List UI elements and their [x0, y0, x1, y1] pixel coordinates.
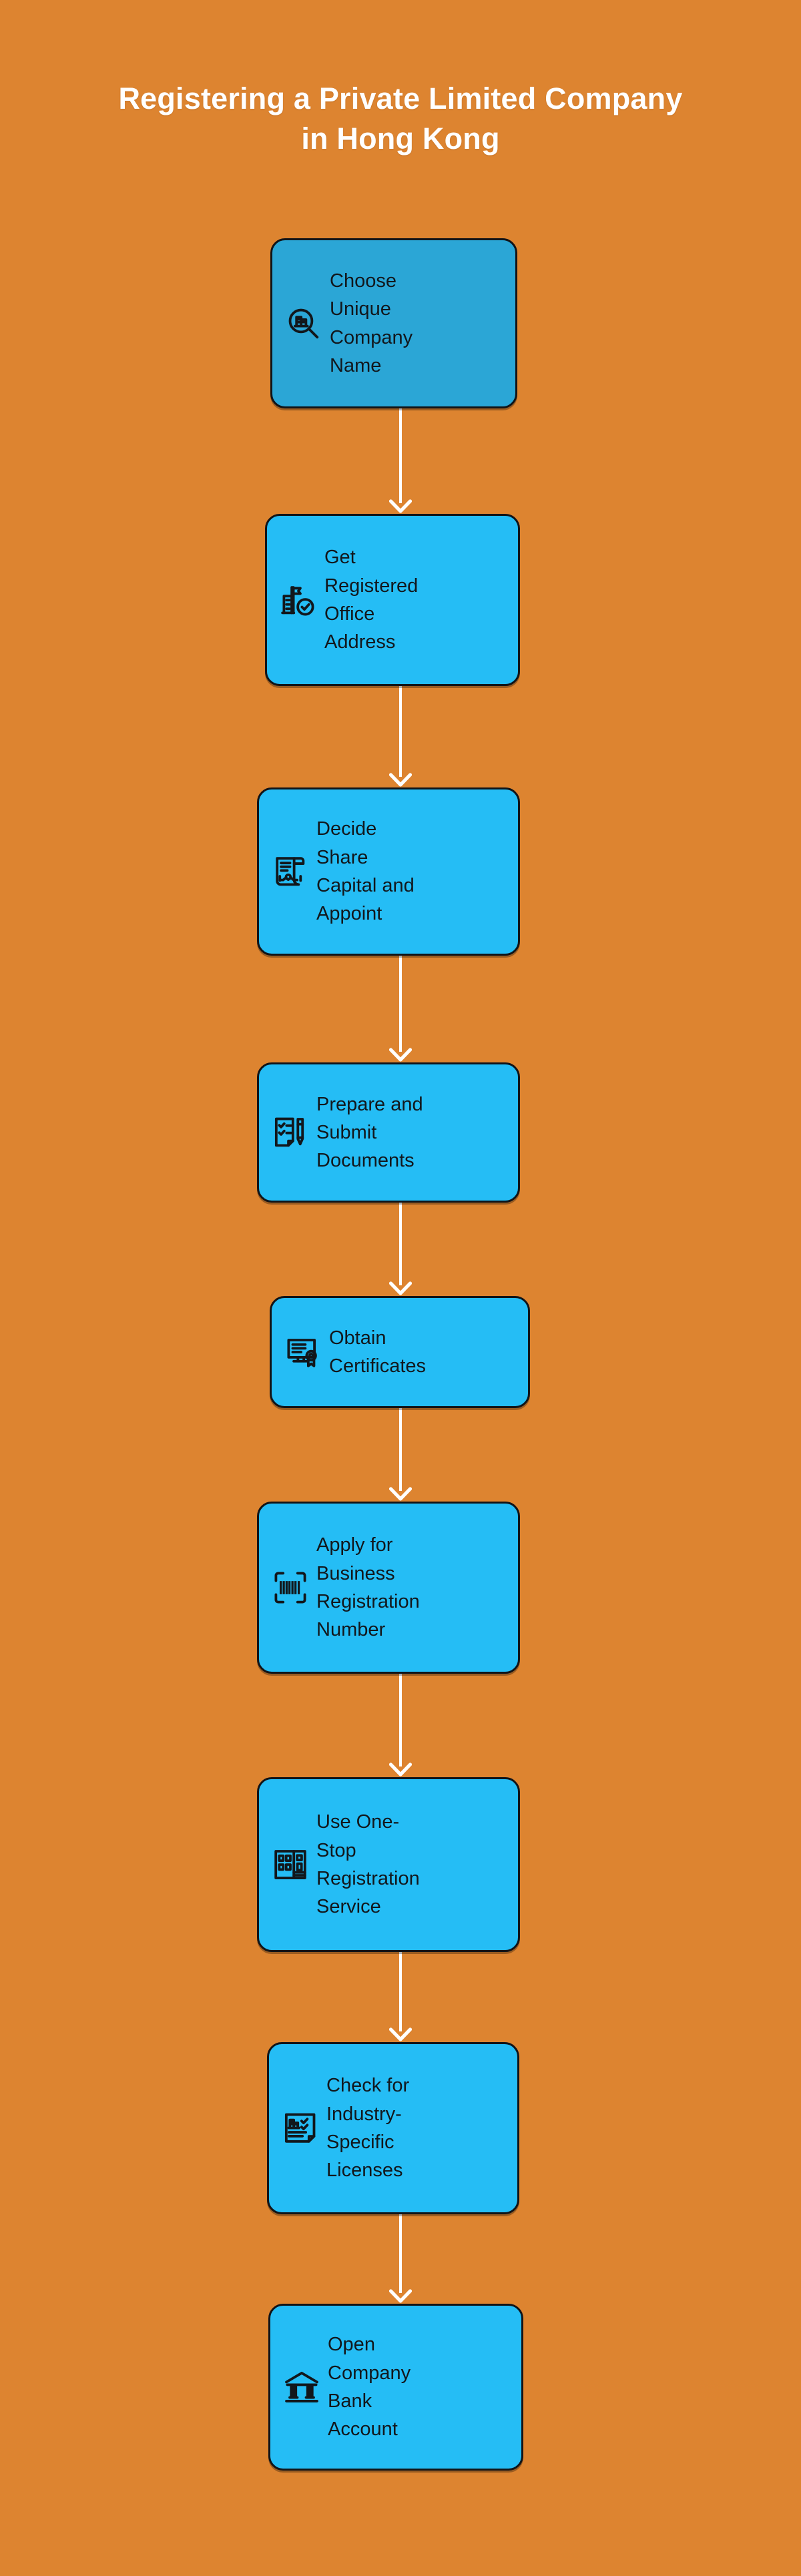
flow-node-label: Check for Industry- Specific Licenses [326, 2075, 410, 2182]
office-grid-icon [271, 1845, 310, 1884]
flow-connector-arrow [389, 1674, 412, 1777]
arrow-head-icon [389, 2027, 412, 2042]
flow-connector-arrow [389, 1952, 412, 2042]
connector-line [399, 1203, 402, 1285]
flow-node-step-2[interactable]: Get Registered Office Address [265, 514, 520, 686]
connector-line [399, 956, 402, 1052]
flow-node-step-8[interactable]: Check for Industry- Specific Licenses [267, 2042, 519, 2214]
arrow-head-icon [389, 773, 412, 787]
flow-node-label: Open Company Bank Account [328, 2334, 411, 2441]
flow-node-step-4[interactable]: Prepare and Submit Documents [257, 1062, 520, 1203]
flow-connector-arrow [389, 686, 412, 787]
connector-line [399, 1674, 402, 1766]
flow-connector-arrow [389, 2214, 412, 2304]
flow-node-step-7[interactable]: Use One- Stop Registration Service [257, 1777, 520, 1952]
flow-node-step-5[interactable]: Obtain Certificates [270, 1296, 530, 1408]
flow-connector-arrow [389, 956, 412, 1062]
document-checks-building-icon [281, 2109, 320, 2148]
flow-connector-arrow [389, 1408, 412, 1502]
flow-node-step-6[interactable]: Apply for Business Registration Number [257, 1502, 520, 1674]
connector-line [399, 1952, 402, 2031]
flow-node-label: Apply for Business Registration Number [316, 1534, 420, 1641]
page-title: Registering a Private Limited Company in… [118, 81, 683, 156]
flow-node-label: Choose Unique Company Name [330, 270, 413, 376]
arrow-head-icon [389, 1487, 412, 1502]
flow-node-step-9[interactable]: Open Company Bank Account [268, 2304, 523, 2471]
office-building-check-icon [279, 581, 318, 619]
connector-line [399, 686, 402, 777]
flow-node-label: Get Registered Office Address [324, 547, 419, 653]
certificate-seal-icon [284, 1333, 322, 1371]
arrow-head-icon [389, 1762, 412, 1777]
flow-node-step-1[interactable]: Choose Unique Company Name [270, 238, 517, 408]
arrow-head-icon [389, 1048, 412, 1062]
flow-node-label: Prepare and Submit Documents [316, 1093, 423, 1172]
flow-node-label: Decide Share Capital and Appoint [316, 818, 415, 925]
flow-node-step-3[interactable]: Decide Share Capital and Appoint [257, 787, 520, 956]
connector-line [399, 1408, 402, 1491]
magnifier-building-icon [284, 304, 323, 343]
flow-connector-arrow [389, 408, 412, 514]
arrow-head-icon [389, 1281, 412, 1296]
flow-node-label: Use One- Stop Registration Service [316, 1811, 420, 1918]
contract-handshake-icon [271, 852, 310, 891]
bank-icon [282, 2368, 321, 2406]
arrow-head-icon [389, 2289, 412, 2304]
arrow-head-icon [389, 499, 412, 514]
flow-node-label: Obtain Certificates [329, 1327, 427, 1377]
connector-line [399, 2214, 402, 2293]
checklist-pen-icon [271, 1113, 310, 1152]
flow-connector-arrow [389, 1203, 412, 1296]
connector-line [399, 408, 402, 503]
barcode-scan-icon [271, 1568, 310, 1607]
